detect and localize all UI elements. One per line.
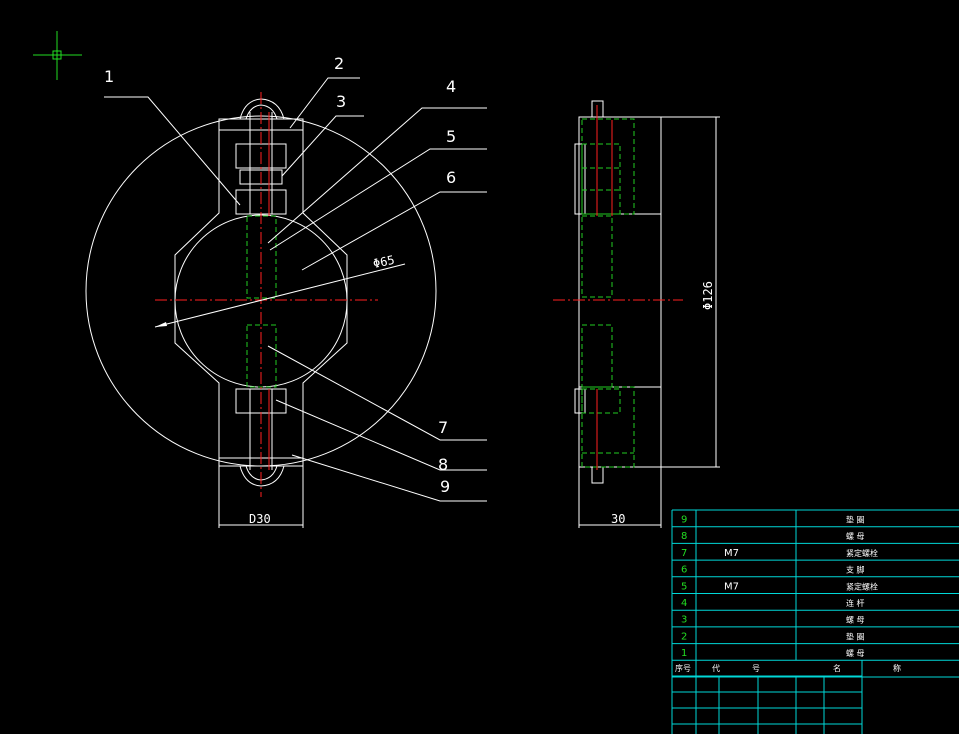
callout-1: 1 xyxy=(104,67,114,86)
callout-7: 7 xyxy=(438,418,448,437)
bom-row-no: 2 xyxy=(681,631,687,642)
dim-bore-diameter: Φ65 xyxy=(372,253,396,271)
bom-row-no: 7 xyxy=(681,548,687,559)
bom-row-name: 紧定螺栓 xyxy=(846,581,878,591)
dim-front-width: D30 xyxy=(249,512,271,526)
bom-header-code-a: 代 xyxy=(712,663,720,673)
side-view xyxy=(553,100,720,528)
bom-row-no: 3 xyxy=(681,615,687,626)
bom-row-code: M7 xyxy=(724,581,739,592)
bom-row-code: M7 xyxy=(724,548,739,559)
front-view xyxy=(85,92,437,528)
callout-8: 8 xyxy=(438,455,448,474)
bom-row-name: 螺 母 xyxy=(846,648,865,658)
dim-outer-diameter: Φ126 xyxy=(701,281,715,310)
side-outline xyxy=(578,116,662,468)
callout-9: 9 xyxy=(440,477,450,496)
bom-row-no: 5 xyxy=(681,581,687,592)
bom-row-no: 9 xyxy=(681,515,687,526)
bom-header-code-b: 号 xyxy=(752,664,760,673)
bom-row-name: 螺 母 xyxy=(846,531,865,541)
bom-row-no: 6 xyxy=(681,565,687,576)
bom-row-no: 8 xyxy=(681,531,687,542)
dim-side-width: 30 xyxy=(611,512,625,526)
bom-row-name: 螺 母 xyxy=(846,615,865,625)
callout-leaders xyxy=(104,77,487,502)
bom-row-name: 垫 圈 xyxy=(846,515,865,525)
bom-row-no: 1 xyxy=(681,648,687,659)
callout-3: 3 xyxy=(336,92,346,111)
bom-header-no: 序号 xyxy=(675,663,691,673)
callout-4: 4 xyxy=(446,77,456,96)
callout-6: 6 xyxy=(446,168,456,187)
callout-labels: 1 2 3 4 5 6 7 8 9 xyxy=(104,54,456,496)
bom-row-name: 紧定螺栓 xyxy=(846,548,878,558)
bom-row-no: 4 xyxy=(681,598,687,609)
bom-row-name: 连 杆 xyxy=(846,598,865,608)
bom-header-name-a: 名 xyxy=(833,663,841,673)
bom-row-name: 支 脚 xyxy=(846,565,865,575)
callout-2: 2 xyxy=(334,54,344,73)
callout-5: 5 xyxy=(446,127,456,146)
crosshair-cursor-icon xyxy=(33,31,82,80)
bom-row-name: 垫 圈 xyxy=(846,631,865,641)
hidden-bolt-top xyxy=(246,215,277,299)
bom-header-name-b: 称 xyxy=(893,663,901,673)
